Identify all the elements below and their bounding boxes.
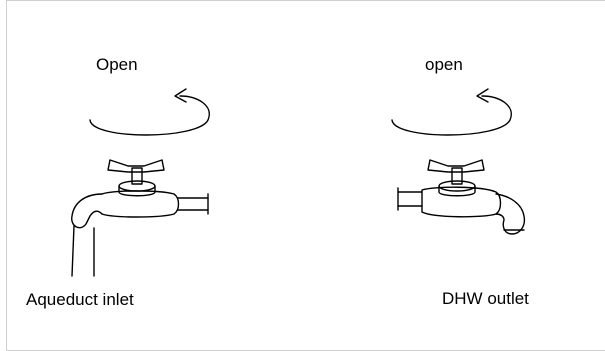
aqueduct-inlet-caption: Aqueduct inlet — [26, 290, 134, 309]
dhw-outlet-caption: DHW outlet — [442, 289, 529, 308]
right-rotation-arrow-icon — [391, 88, 512, 136]
right-faucet-icon — [397, 159, 526, 235]
left-rotation-arrow-icon — [89, 88, 210, 136]
left-faucet-icon — [71, 159, 209, 277]
right-open-label: open — [425, 55, 463, 74]
left-open-label: Open — [96, 55, 138, 74]
